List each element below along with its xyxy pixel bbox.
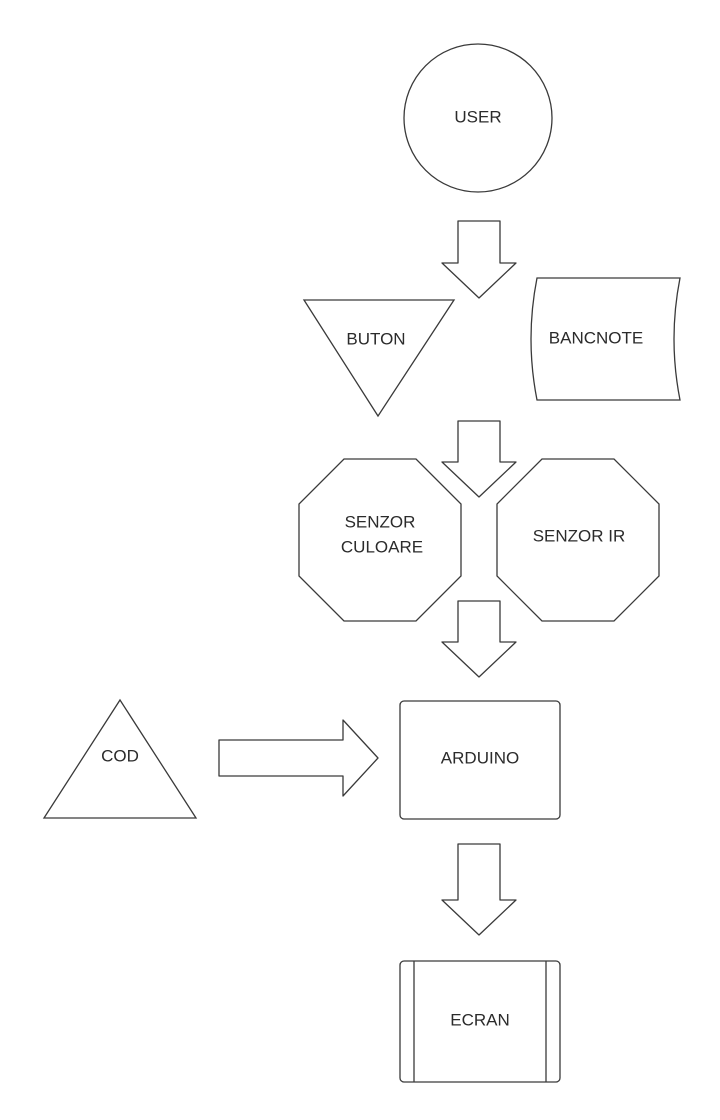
- arrow-arduino-to-ecran: [441, 843, 517, 936]
- arrow-inputs-to-sensors: [441, 420, 517, 498]
- senzor-culoare-label-line2: CULOARE: [341, 537, 423, 556]
- senzor-ir-node: SENZOR IR: [496, 458, 660, 622]
- senzor-ir-label: SENZOR IR: [533, 526, 626, 545]
- arduino-node: ARDUINO: [399, 700, 561, 820]
- bancnote-label: BANCNOTE: [549, 328, 643, 347]
- cod-node: COD: [42, 698, 198, 819]
- buton-node: BUTON: [302, 299, 456, 418]
- arrow-cod-to-arduino: [218, 719, 379, 797]
- cod-label: COD: [101, 746, 139, 765]
- ecran-node: ECRAN: [399, 960, 561, 1083]
- buton-label: BUTON: [346, 329, 405, 348]
- bancnote-node: BANCNOTE: [530, 277, 681, 401]
- arrow-user-to-inputs: [441, 220, 517, 299]
- arduino-label: ARDUINO: [441, 748, 519, 767]
- user-node: USER: [403, 43, 553, 193]
- user-label: USER: [454, 107, 501, 126]
- senzor-culoare-node: SENZOR CULOARE: [298, 458, 462, 622]
- ecran-label: ECRAN: [450, 1010, 510, 1029]
- arrow-sensors-to-arduino: [441, 600, 517, 678]
- senzor-culoare-label-line1: SENZOR: [345, 512, 416, 531]
